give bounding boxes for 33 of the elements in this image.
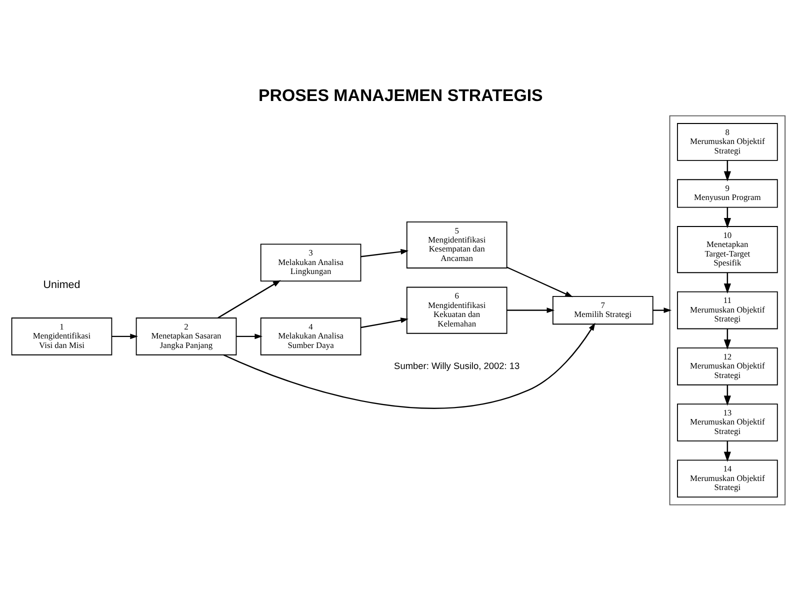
node-box: 8 Merumuskan Objektif Strategi [677, 122, 778, 160]
node-box: 13 Merumuskan Objektif Strategi [677, 403, 778, 441]
arrow [506, 307, 555, 313]
arrow [360, 248, 409, 257]
arrow [724, 206, 731, 228]
arrow [724, 328, 731, 350]
node-box: 1 Mengidentifikasi Visi dan Misi [11, 317, 112, 355]
node-box: 2 Menetapkan Sasaran Jangka Panjang [136, 317, 237, 355]
node-box: 7 Memilih Strategi [552, 296, 654, 324]
node-box: 4 Melakukan Analisa Sumber Daya [260, 317, 362, 355]
arrow [223, 322, 596, 408]
arrow [724, 272, 731, 294]
arrow [652, 307, 672, 313]
arrow [236, 333, 263, 339]
arrow [724, 384, 731, 406]
node-box: 11 Merumuskan Objektif Strategi [677, 290, 778, 329]
arrow [724, 160, 731, 181]
node-box: 5 Mengidentifikasi Kesempatan dan Ancaman [406, 220, 508, 268]
arrow [218, 280, 281, 318]
node-box: 9 Menyusun Program [677, 178, 778, 208]
arrow [724, 440, 731, 462]
arrow [112, 333, 138, 339]
cluster [669, 114, 786, 505]
node-box: 10 Menetapkan Target-Target Spesifik [677, 226, 778, 273]
caption: Sumber: Willy Susilo, 2002: 13 [394, 360, 520, 370]
node-box: 14 Merumuskan Objektif Strategi [677, 459, 778, 498]
node-box: 3 Melakukan Analisa Lingkungan [260, 243, 362, 282]
node-box: 6 Mengidentifikasi Kekuatan dan Kelemahan [406, 286, 508, 334]
arrow [506, 266, 573, 297]
arrow [360, 317, 409, 328]
node-box: 12 Merumuskan Objektif Strategi [677, 347, 778, 385]
diagram-title: PROSES MANAJEMEN STRATEGIS [258, 85, 543, 104]
label: Unimed [43, 278, 80, 290]
